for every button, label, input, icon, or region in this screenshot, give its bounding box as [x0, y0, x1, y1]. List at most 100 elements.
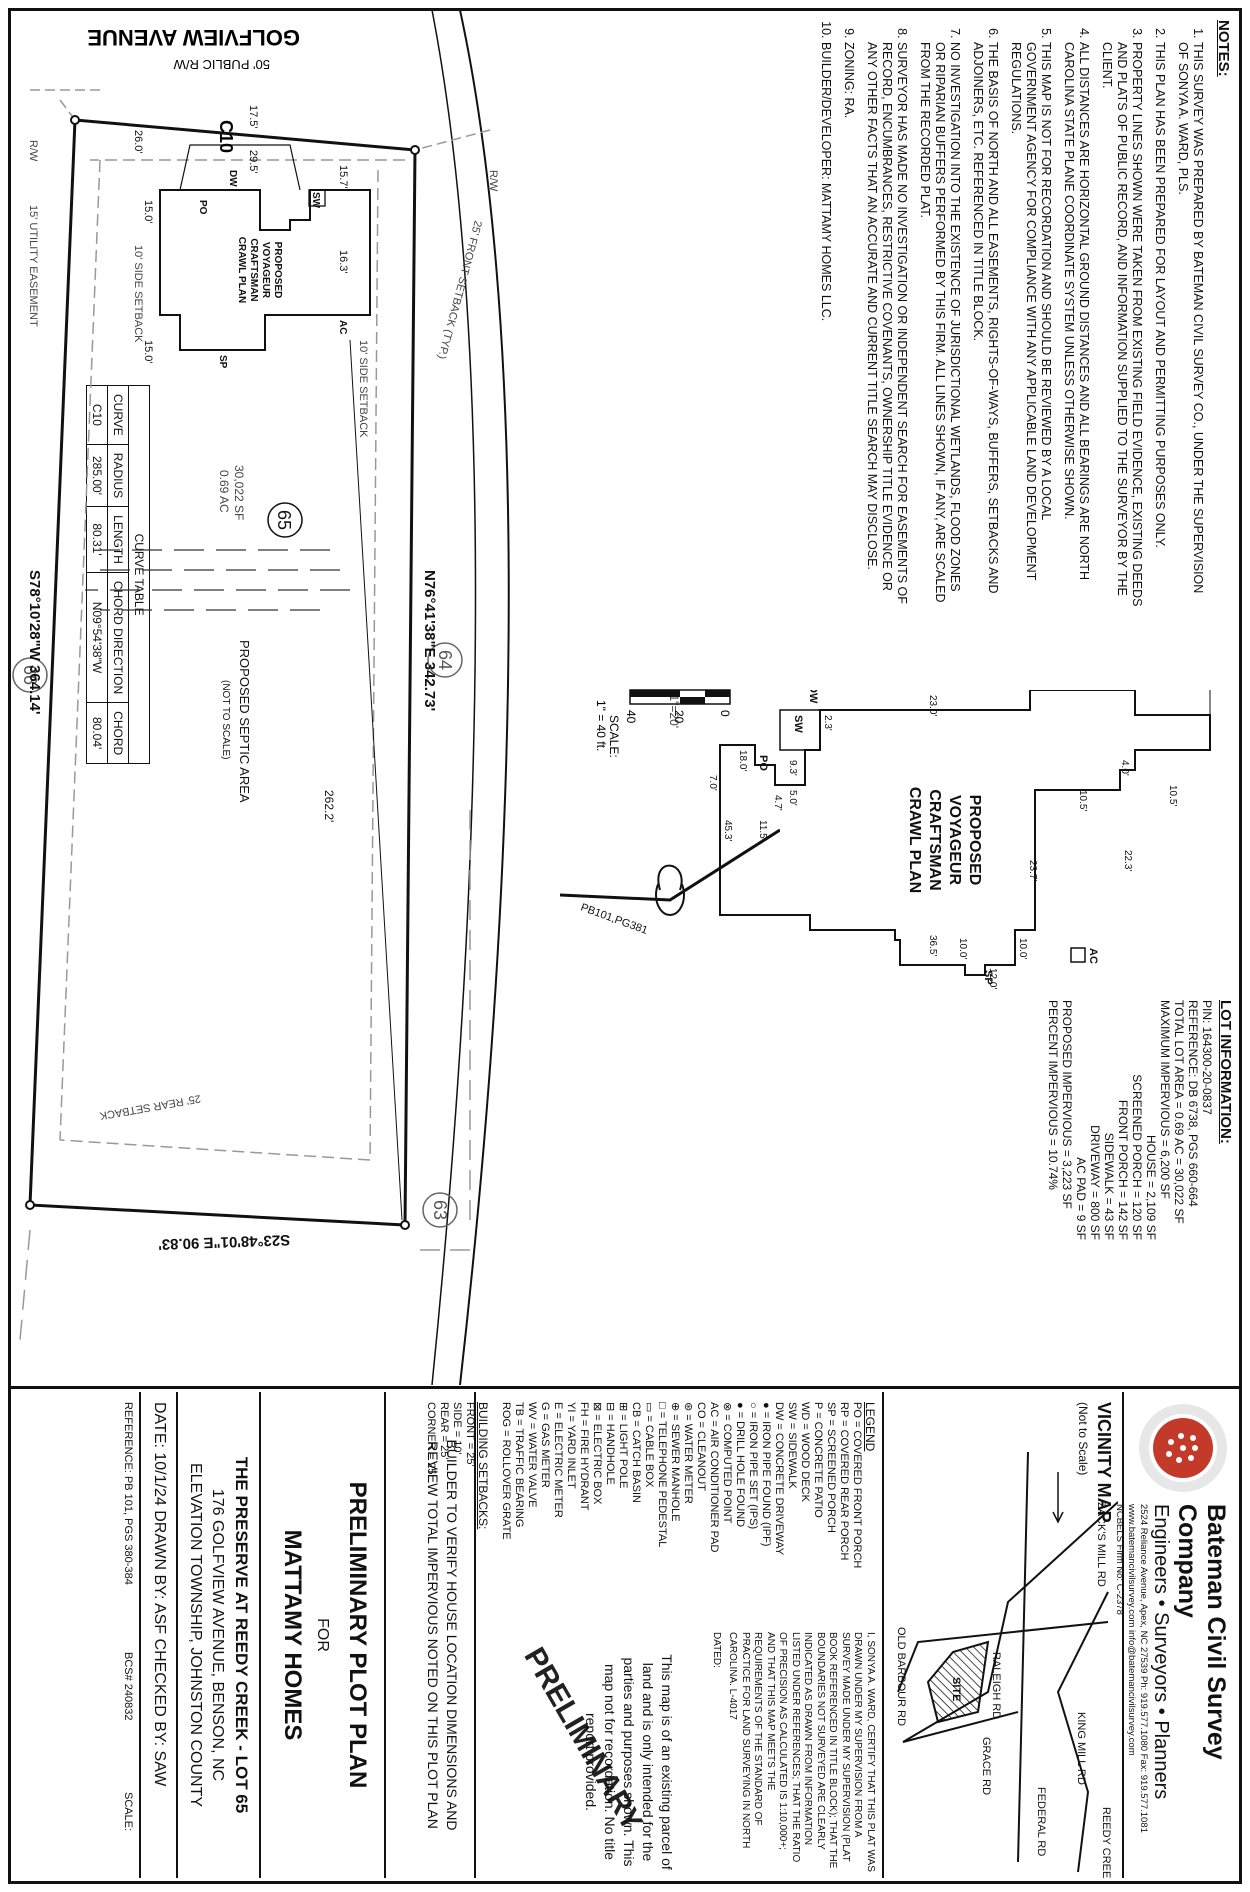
inset-dim: 18.0' — [737, 750, 748, 771]
adjoining-lot-66: 66 — [20, 665, 40, 685]
lot-info-title: LOT INFORMATION: — [1217, 1000, 1234, 1144]
vicinity-road-label: FEDERAL RD — [1035, 1787, 1047, 1856]
note-item: THIS SURVEY WAS PREPARED BY BATEMAN CIVI… — [1175, 42, 1205, 610]
vicinity-road-label: GRACE RD — [980, 1737, 992, 1795]
legend-item: ● = IRON PIPE FOUND (IPF) — [760, 1402, 772, 1547]
north-line-bearing: N76°41'38"E 342.73' — [421, 570, 438, 711]
site-po-label: PO — [197, 200, 208, 215]
scale-ratio: 1" = 40 ft. — [595, 700, 608, 751]
site-plan: 64 63 66 65 30,022 SF 0.69 AC N76°41'38"… — [12, 10, 510, 1385]
septic-note: (NOT TO SCALE) — [220, 680, 231, 759]
inset-dim: 2.3' — [822, 715, 833, 731]
lot-area-sf: 30,022 SF — [232, 465, 246, 520]
legend-item: PO = COVERED FRONT PORCH — [851, 1402, 863, 1569]
site-sw-box — [308, 189, 326, 207]
north-ref: PB101,PG381 — [579, 902, 649, 937]
lot-information: LOT INFORMATION: PIN: 164300-20-0837 REF… — [1046, 1000, 1234, 1400]
plan-title: PRELIMINARY PLOT PLAN — [344, 1481, 371, 1789]
septic-distance: 262.2' — [322, 790, 336, 822]
cert-text: I, SONYA A. WARD, CERTIFY THAT THIS PLAT… — [727, 1632, 877, 1872]
scale-field: SCALE: — [122, 1792, 134, 1832]
lot-info-line: PIN: 164300-20-0837 — [1200, 1000, 1214, 1115]
legend-item: DW = CONCRETE DRIVEWAY — [773, 1402, 785, 1556]
rear-setback-label: 25' REAR SETBACK — [98, 1092, 202, 1122]
date-drawn-checked: DATE: 10/1/24 DRAWN BY: ASF CHECKED BY: … — [151, 1402, 168, 1787]
road-right-of-way: 50' PUBLIC R/W — [173, 57, 270, 72]
site-sp-label: SP — [217, 355, 228, 369]
legend-item: ▭ = CABLE BOX — [643, 1402, 655, 1488]
side-setback-south — [59, 159, 101, 1141]
note-item: ALL DISTANCES ARE HORIZONTAL GROUND DIST… — [1061, 42, 1091, 610]
south-line-bearing: S78°10'28"W 364.14' — [26, 570, 43, 715]
lot-info-item: DRIVEWAY = 800 SF — [1088, 1125, 1102, 1240]
plan-reference: REFERENCE: PB 101, PGS 380-384 — [122, 1402, 134, 1585]
lot-number: 65 — [274, 510, 294, 530]
inset-scale: INSET SCALE: 1"=20' — [667, 690, 681, 728]
inset-dim: 22.3' — [1122, 850, 1133, 871]
legend-title: LEGEND — [863, 1402, 877, 1452]
side-setback-label: 10' SIDE SETBACK — [357, 340, 369, 438]
note-item: THIS MAP IS NOT FOR RECORDATION AND SHOU… — [1008, 42, 1053, 610]
inset-dim: 12.0' — [987, 968, 998, 989]
lot-info-line: MAXIMUM IMPERVIOUS = 6,200 SF — [1158, 1000, 1172, 1199]
cert-dated: DATED: — [711, 1632, 722, 1668]
project-name: THE PRESERVE AT REEDY CREEK - LOT 65 — [232, 1456, 251, 1814]
curve-label: C10 — [216, 120, 236, 153]
front-setback-label: 25' FRONT SETBACK (TYP.) — [435, 219, 484, 360]
inset-ac-label: AC — [1087, 948, 1099, 964]
house-title-line: VOYAGEUR — [260, 242, 271, 299]
inset-dim: 10.5' — [1077, 790, 1088, 811]
driveway-outline — [179, 144, 301, 191]
notes-list: THIS SURVEY WAS PREPARED BY BATEMAN CIVI… — [818, 20, 1205, 610]
north-arrow-flourish — [657, 864, 683, 891]
septic-offset-line — [349, 339, 403, 1221]
lot-boundary — [28, 118, 417, 1227]
utility-easement-label: 15' UTILITY EASEMENT — [27, 205, 39, 327]
project-address: 176 GOLFVIEW AVENUE, BENSON, NC — [209, 1488, 226, 1782]
inset-sp-label: SP — [982, 970, 994, 985]
inset-sw — [779, 709, 821, 751]
dim-label: 15.7' — [337, 165, 349, 189]
vicinity-road — [1056, 1591, 1109, 1873]
plan-for: FOR — [314, 1618, 331, 1652]
lot-info-item: AC PAD = 9 SF — [1074, 1157, 1088, 1240]
company-tagline: Engineers • Surveyors • Planners — [1150, 1504, 1172, 1800]
proposed-house-footprint — [159, 189, 371, 351]
lot-area-ac: 0.69 AC — [217, 470, 231, 513]
note-item: BUILDER/DEVELOPER: MATTAMY HOMES LLC. — [818, 42, 833, 610]
inset-dim: 36.5' — [927, 935, 938, 956]
vicinity-road-label: RALEIGH RD — [990, 1652, 1002, 1719]
setbacks-title: BUILDING SETBACKS: — [476, 1402, 490, 1530]
site-ac-label: AC — [337, 320, 348, 334]
house-title-line: CRAFTSMAN — [248, 238, 259, 301]
lot-65-marker — [267, 502, 303, 538]
disclaimer: This map is of an existing parcel of lan… — [583, 1654, 675, 1870]
legend-item: TB = TRAFFIC BEARING — [513, 1402, 525, 1528]
legend-item: ROG = ROLLOVER GRATE — [500, 1402, 512, 1540]
inset-dim: 5.0' — [787, 790, 798, 806]
dim-label: 15.0' — [142, 200, 154, 224]
legend-item: ○ = IRON PIPE SET (IPS) — [747, 1402, 759, 1530]
vicinity-site-label: SITE — [950, 1677, 962, 1701]
company-address: 2524 Reliance Avenue, Apex, NC 27539 Ph:… — [1138, 1504, 1149, 1833]
notes-title: NOTES: — [1215, 20, 1232, 77]
lot-info-line: REFERENCE: DB 6738, PGS 660-664 — [1186, 1000, 1200, 1207]
legend-item: ⊗ = COMPUTED POINT — [721, 1402, 733, 1524]
iron-pipe-marker — [70, 115, 80, 125]
legend-item: RP = COVERED REAR PORCH — [838, 1402, 850, 1561]
dim-label: 17.5' — [247, 105, 259, 129]
vicinity-road — [902, 1711, 1019, 1743]
rw-label: R/W — [487, 170, 499, 192]
adjoining-lot-63: 63 — [430, 1200, 450, 1220]
scale-tick-0: 0 — [718, 710, 732, 717]
site-dw-label: DW — [227, 170, 238, 187]
house-title-line: CRAWL PLAN — [236, 237, 247, 303]
legend-item: ⊞ = LIGHT POLE — [617, 1402, 629, 1489]
vicinity-map: VICINITY MAP (Not to Scale) ZACK'S MILL … — [888, 1392, 1118, 1878]
inset-sw-label: SW — [792, 715, 804, 733]
notes-section: NOTES: THIS SURVEY WAS PREPARED BY BATEM… — [810, 20, 1232, 610]
inset-dim: 4.7' — [772, 795, 783, 811]
note-item: THIS PLAN HAS BEEN PREPARED FOR LAYOUT A… — [1152, 42, 1167, 610]
east-line-bearing: S23°48'01"E 90.83' — [158, 1231, 291, 1253]
